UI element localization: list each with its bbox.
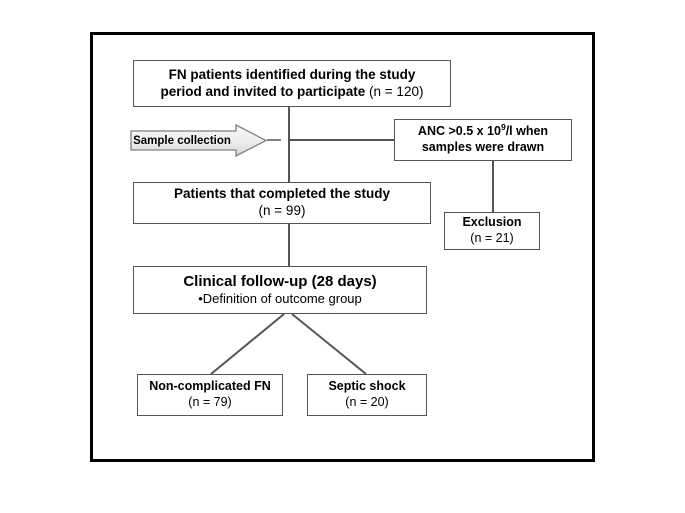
node-patients-completed: Patients that completed the study (n = 9… <box>133 182 431 224</box>
node-anc-line2: samples were drawn <box>421 140 545 154</box>
node-clinical-followup-line1: Clinical follow-up (28 days) <box>183 272 377 290</box>
node-fn-patients-count: (n = 120) <box>365 83 424 99</box>
node-patients-completed-line1: Patients that completed the study <box>173 186 391 202</box>
node-fn-patients-line1: FN patients identified during the study <box>168 66 416 82</box>
node-septic-shock-line1: Septic shock <box>328 379 406 394</box>
node-anc-criterion: ANC >0.5 x 109/l when samples were drawn <box>394 119 572 161</box>
node-non-complicated-fn-count: (n = 79) <box>188 395 232 409</box>
node-anc-line1-b: /l when <box>505 124 549 139</box>
node-septic-shock: Septic shock (n = 20) <box>307 374 427 416</box>
node-fn-patients-line2: period and invited to participate (n = 1… <box>161 84 424 101</box>
node-anc-exponent: 9 <box>500 122 506 133</box>
node-patients-completed-count: (n = 99) <box>258 203 306 218</box>
node-exclusion: Exclusion (n = 21) <box>444 212 540 250</box>
node-anc-line1: ANC >0.5 x 109/l when <box>417 122 549 140</box>
node-anc-line1-a: ANC >0.5 x 10 <box>417 124 501 139</box>
node-clinical-followup: Clinical follow-up (28 days) •Definition… <box>133 266 427 314</box>
arrow-shape-icon <box>130 124 267 157</box>
node-fn-patients-line2-bold: period and invited to participate <box>160 83 366 99</box>
node-septic-shock-count: (n = 20) <box>345 395 389 409</box>
node-non-complicated-fn: Non-complicated FN (n = 79) <box>137 374 283 416</box>
node-clinical-followup-line2: •Definition of outcome group <box>198 291 362 307</box>
node-exclusion-line1: Exclusion <box>462 215 522 230</box>
node-fn-patients-identified: FN patients identified during the study … <box>133 60 451 107</box>
sample-collection-label: Sample collection <box>133 134 231 147</box>
sample-collection-arrow: Sample collection <box>130 124 267 157</box>
node-exclusion-count: (n = 21) <box>470 231 514 245</box>
node-non-complicated-fn-line1: Non-complicated FN <box>149 379 271 394</box>
